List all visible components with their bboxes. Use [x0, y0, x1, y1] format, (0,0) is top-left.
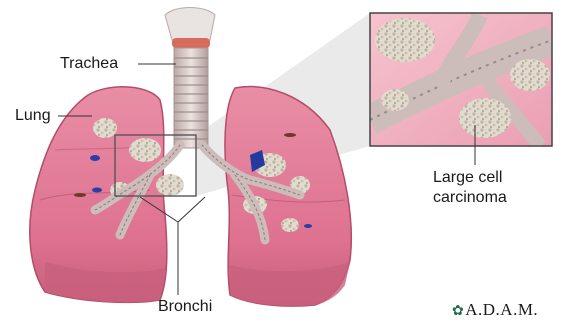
carcinoma-label-line2: carcinoma: [433, 188, 507, 208]
carcinoma-label-line1: Large cell: [433, 168, 507, 188]
adam-logo: ✿A.D.A.M.: [452, 300, 538, 320]
logo-text: A.D.A.M.: [465, 300, 538, 319]
lung-label: Lung: [15, 107, 51, 125]
leaf-icon: ✿: [452, 304, 464, 319]
callout-zoom-view: [370, 13, 552, 146]
bronchi-label: Bronchi: [158, 298, 212, 316]
trachea-label: Trachea: [60, 55, 118, 73]
large-cell-carcinoma-label: Large cell carcinoma: [433, 168, 507, 208]
trachea: [165, 8, 215, 149]
